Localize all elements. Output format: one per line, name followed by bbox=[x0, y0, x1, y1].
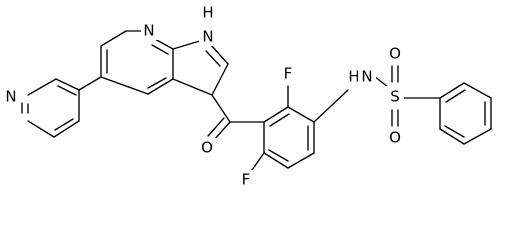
bond-pyridyl-1 bbox=[27, 78, 57, 96]
atom-label-sulfonyl-o-top: O bbox=[389, 45, 401, 63]
bond-ar-2 bbox=[287, 106, 315, 123]
atom-label-fluoro-top: F bbox=[284, 65, 293, 83]
bond-azp-6-inner bbox=[147, 77, 167, 89]
atom-label-sulfonyl-o-bottom: O bbox=[389, 129, 401, 147]
bond-pyr-1 bbox=[172, 39, 204, 50]
bond-pyr-4 bbox=[172, 78, 213, 96]
chemical-structure-diagram: N H N N O F F H N S O O bbox=[2, 3, 492, 190]
bond-azp-7 bbox=[100, 76, 149, 95]
bond-pyridyl-2-inner bbox=[57, 85, 77, 96]
bond-azp-4-inner bbox=[151, 44, 169, 55]
bond-pyridyl-4 bbox=[53, 120, 80, 138]
bond-co-2 bbox=[207, 117, 225, 137]
bond-pyr-2 bbox=[210, 44, 229, 65]
atom-label-fluoro-bottom: F bbox=[242, 171, 251, 189]
bond-biaryl bbox=[78, 76, 102, 91]
bonds bbox=[21, 30, 492, 171]
bond-ph-1 bbox=[439, 82, 465, 99]
bond-pyr-3 bbox=[211, 63, 229, 96]
bond-co-1 bbox=[212, 121, 231, 142]
bond-pyridyl-2 bbox=[55, 78, 80, 91]
bond-pyridyl-5 bbox=[27, 120, 55, 138]
bond-cf-bottom bbox=[251, 152, 265, 171]
bond-acyl bbox=[211, 94, 231, 123]
bond-ph-2 bbox=[463, 82, 492, 99]
bond-ph-5 bbox=[439, 128, 465, 145]
bond-pyridyl-4-inner bbox=[54, 118, 74, 131]
atom-label-pyridyl-n: N bbox=[5, 88, 16, 106]
bond-ar-5-inner bbox=[268, 149, 289, 162]
bond-pyr-2-inner bbox=[205, 50, 221, 67]
bond-ph-4 bbox=[463, 128, 492, 145]
bond-ar-1 bbox=[263, 106, 289, 123]
atom-label-pyridine-n-fused: N bbox=[143, 22, 154, 40]
bond-azp-2 bbox=[100, 30, 127, 47]
atom-label-pyrrole-h: H bbox=[202, 4, 213, 22]
bond-ar-1-inner bbox=[269, 113, 290, 127]
bond-ph-5-inner bbox=[444, 125, 465, 138]
bond-azp-6 bbox=[147, 78, 174, 95]
bond-ar-4 bbox=[287, 152, 315, 169]
bond-ar-5 bbox=[263, 152, 289, 169]
bond-ph-1-inner bbox=[445, 89, 466, 103]
atom-label-amide-h: H bbox=[348, 68, 359, 86]
atom-label-carbonyl-o: O bbox=[201, 139, 213, 157]
atom-label-amide-n: N bbox=[361, 68, 372, 86]
atom-labels: N H N N O F F H N S O O bbox=[2, 4, 404, 190]
bond-cn bbox=[313, 89, 349, 123]
atom-label-pyrrole-n: N bbox=[202, 28, 213, 46]
atom-label-sulfur: S bbox=[390, 88, 400, 106]
